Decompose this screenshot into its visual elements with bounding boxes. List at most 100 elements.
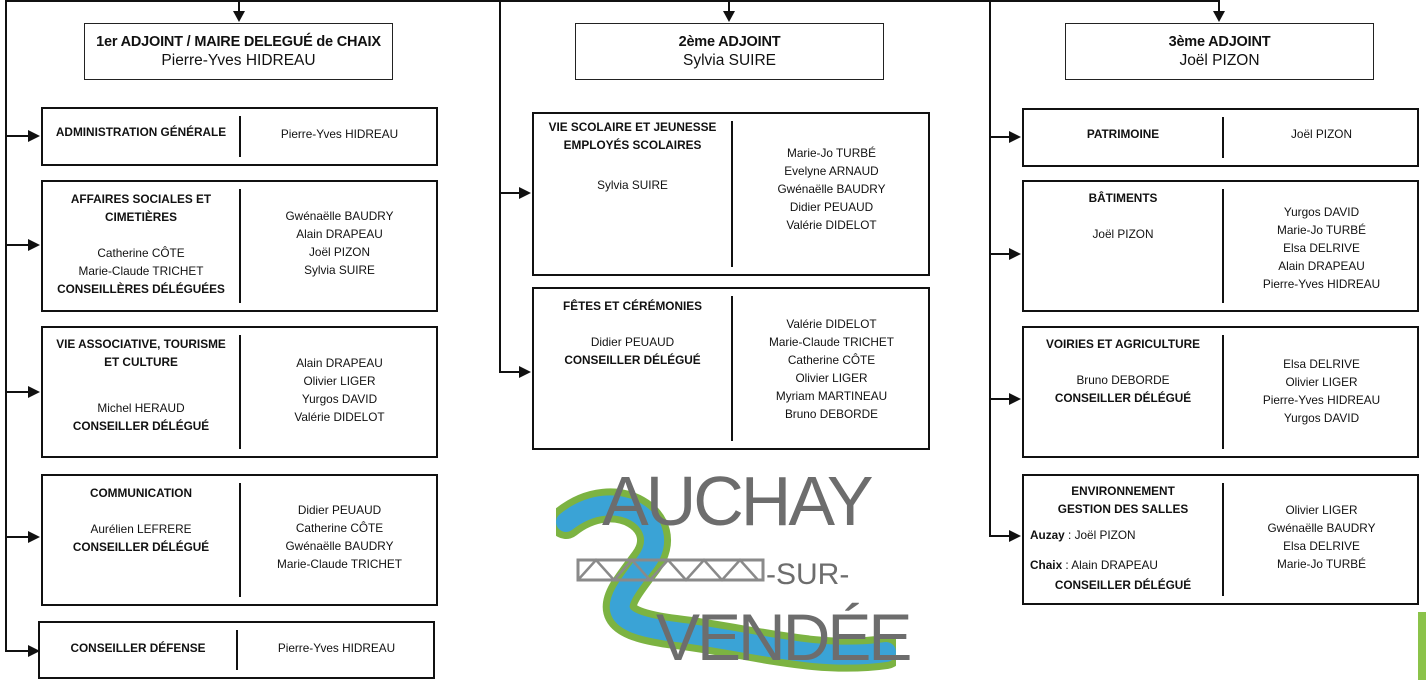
member-name: Alain DRAPEAU: [296, 356, 383, 370]
branch-arrow: [1009, 131, 1021, 143]
member-name: Olivier LIGER: [1285, 375, 1358, 389]
branch-arrow: [1009, 530, 1021, 542]
member-name: Elsa DELRIVE: [1283, 539, 1360, 553]
member-name: Evelyne ARNAUD: [784, 164, 879, 178]
branch-arrow: [28, 239, 40, 251]
member-name: Pierre-Yves HIDREAU: [280, 127, 399, 141]
header-second-deputy: 2ème ADJOINT Sylvia SUIRE: [575, 23, 884, 80]
box-title: COMMUNICATION: [89, 486, 192, 500]
lead-role: CONSEILLER DÉLÉGUÉ: [72, 540, 210, 554]
member-name: Myriam MARTINEAU: [775, 389, 888, 403]
box-left-col: FÊTES ET CÉRÉMONIES Didier PEUAUD CONSEI…: [534, 297, 731, 369]
lead-name: Joël PIZON: [1092, 227, 1154, 241]
river-road-graphic: [556, 488, 896, 672]
header-name: Joël PIZON: [1179, 52, 1260, 69]
box-patrimoine: PATRIMOINE Joël PIZON: [1022, 108, 1419, 167]
member-name: Yurgos DAVID: [1283, 205, 1360, 219]
auzay-label: Auzay: [1030, 528, 1065, 542]
logo-word-sur: -SUR-: [766, 558, 850, 591]
branch-arrow: [28, 645, 40, 657]
box-voiries-agriculture: VOIRIES ET AGRICULTURE Bruno DEBORDE CON…: [1022, 326, 1419, 458]
branch-line: [5, 391, 30, 393]
branch-arrow: [519, 366, 531, 378]
member-name: Olivier LIGER: [1285, 503, 1358, 517]
box-title: ET CULTURE: [104, 355, 178, 369]
box-title: CIMETIÈRES: [104, 210, 178, 224]
box-affaires-sociales: AFFAIRES SOCIALES ET CIMETIÈRES Catherin…: [41, 180, 438, 312]
header-title: 1er ADJOINT / MAIRE DELEGUÉ de CHAIX: [96, 34, 381, 50]
member-name: Catherine CÔTE: [295, 521, 384, 535]
box-divider: [1222, 483, 1224, 596]
box-title: ADMINISTRATION GÉNÉRALE: [55, 125, 227, 139]
member-name: Bruno DEBORDE: [784, 407, 879, 421]
member-name: Alain DRAPEAU: [1278, 259, 1365, 273]
member-name: Marie-Jo TURBÉ: [787, 146, 876, 160]
lead-name: Didier PEUAUD: [590, 335, 675, 349]
members-list: Yurgos DAVID Marie-Jo TURBÉ Elsa DELRIVE…: [1224, 203, 1419, 293]
box-left-col: VIE SCOLAIRE ET JEUNESSE EMPLOYÉS SCOLAI…: [534, 118, 731, 194]
branch-line: [5, 650, 30, 652]
drop-line-2: [728, 0, 730, 12]
branch-line: [989, 535, 1011, 537]
member-name: Catherine CÔTE: [787, 353, 876, 367]
box-title: PATRIMOINE: [1086, 127, 1160, 141]
box-divider: [731, 296, 733, 441]
box-divider: [239, 483, 241, 597]
box-divider: [1222, 189, 1224, 303]
member-name: Gwénaëlle BAUDRY: [777, 182, 886, 196]
branch-arrow: [28, 531, 40, 543]
box-title: ENVIRONNEMENT: [1071, 484, 1175, 498]
members-list: Marie-Jo TURBÉ Evelyne ARNAUD Gwénaëlle …: [733, 144, 930, 234]
header-title: 3ème ADJOINT: [1168, 34, 1271, 50]
trunk-line-col2: [499, 0, 501, 372]
box-title: FÊTES ET CÉRÉMONIES: [563, 299, 702, 313]
header-first-deputy: 1er ADJOINT / MAIRE DELEGUÉ de CHAIX Pie…: [84, 23, 393, 80]
branch-line: [5, 536, 30, 538]
members-list: Olivier LIGER Gwénaëlle BAUDRY Elsa DELR…: [1224, 501, 1419, 573]
box-left-col: COMMUNICATION Aurélien LEFRERE CONSEILLE…: [43, 484, 239, 556]
trunk-line-col1: [5, 0, 7, 651]
member-name: Valérie DIDELOT: [786, 218, 877, 232]
branch-arrow: [519, 187, 531, 199]
member-name: Sylvia SUIRE: [304, 263, 375, 277]
box-defense: CONSEILLER DÉFENSE Pierre-Yves HIDREAU: [38, 621, 435, 679]
member-name: Marie-Jo TURBÉ: [1277, 223, 1366, 237]
box-environnement: ENVIRONNEMENT GESTION DES SALLES Auzay :…: [1022, 474, 1419, 605]
header-title: 2ème ADJOINT: [678, 34, 781, 50]
box-divider: [236, 630, 238, 670]
members-list: Elsa DELRIVE Olivier LIGER Pierre-Yves H…: [1224, 355, 1419, 427]
member-name: Elsa DELRIVE: [1283, 357, 1360, 371]
lead-name: Aurélien LEFRERE: [90, 522, 192, 536]
lead-name: Catherine CÔTE: [97, 246, 185, 260]
trunk-line-col3: [989, 0, 991, 536]
lead-name: Sylvia SUIRE: [597, 178, 668, 192]
member-name: Valérie DIDELOT: [294, 410, 385, 424]
member-name: Pierre-Yves HIDREAU: [1262, 277, 1381, 291]
branch-line: [499, 192, 521, 194]
lead-name: Bruno DEBORDE: [1076, 373, 1170, 387]
logo-word-auchay: AUCHAY: [602, 462, 874, 540]
drop-line-1: [238, 0, 240, 12]
box-divider: [239, 116, 241, 157]
box-title: EMPLOYÉS SCOLAIRES: [563, 138, 702, 152]
member-name: Marie-Claude TRICHET: [769, 335, 894, 349]
member-name: Olivier LIGER: [303, 374, 376, 388]
box-title: VOIRIES ET AGRICULTURE: [1045, 337, 1201, 351]
logo-word-vendee: VENDÉE: [656, 600, 912, 674]
box-batiments: BÂTIMENTS Joël PIZON Yurgos DAVID Marie-…: [1022, 180, 1419, 312]
drop-line-3: [1218, 0, 1220, 12]
box-divider: [731, 121, 733, 267]
chaix-label: Chaix: [1030, 558, 1063, 572]
branch-arrow: [1009, 393, 1021, 405]
top-connector-line: [5, 0, 1220, 2]
box-divider: [1222, 117, 1224, 158]
box-title: VIE ASSOCIATIVE, TOURISME: [56, 337, 226, 351]
lead-role: CONSEILLER DÉLÉGUÉ: [1054, 578, 1192, 592]
drop-arrow-2: [723, 11, 735, 22]
box-left-col: VIE ASSOCIATIVE, TOURISME ET CULTURE Mic…: [43, 335, 239, 435]
branch-line: [5, 244, 30, 246]
box-vie-scolaire: VIE SCOLAIRE ET JEUNESSE EMPLOYÉS SCOLAI…: [532, 112, 930, 276]
lead-name: Marie-Claude TRICHET: [78, 264, 204, 278]
header-name: Sylvia SUIRE: [682, 52, 777, 69]
box-divider: [239, 335, 241, 449]
